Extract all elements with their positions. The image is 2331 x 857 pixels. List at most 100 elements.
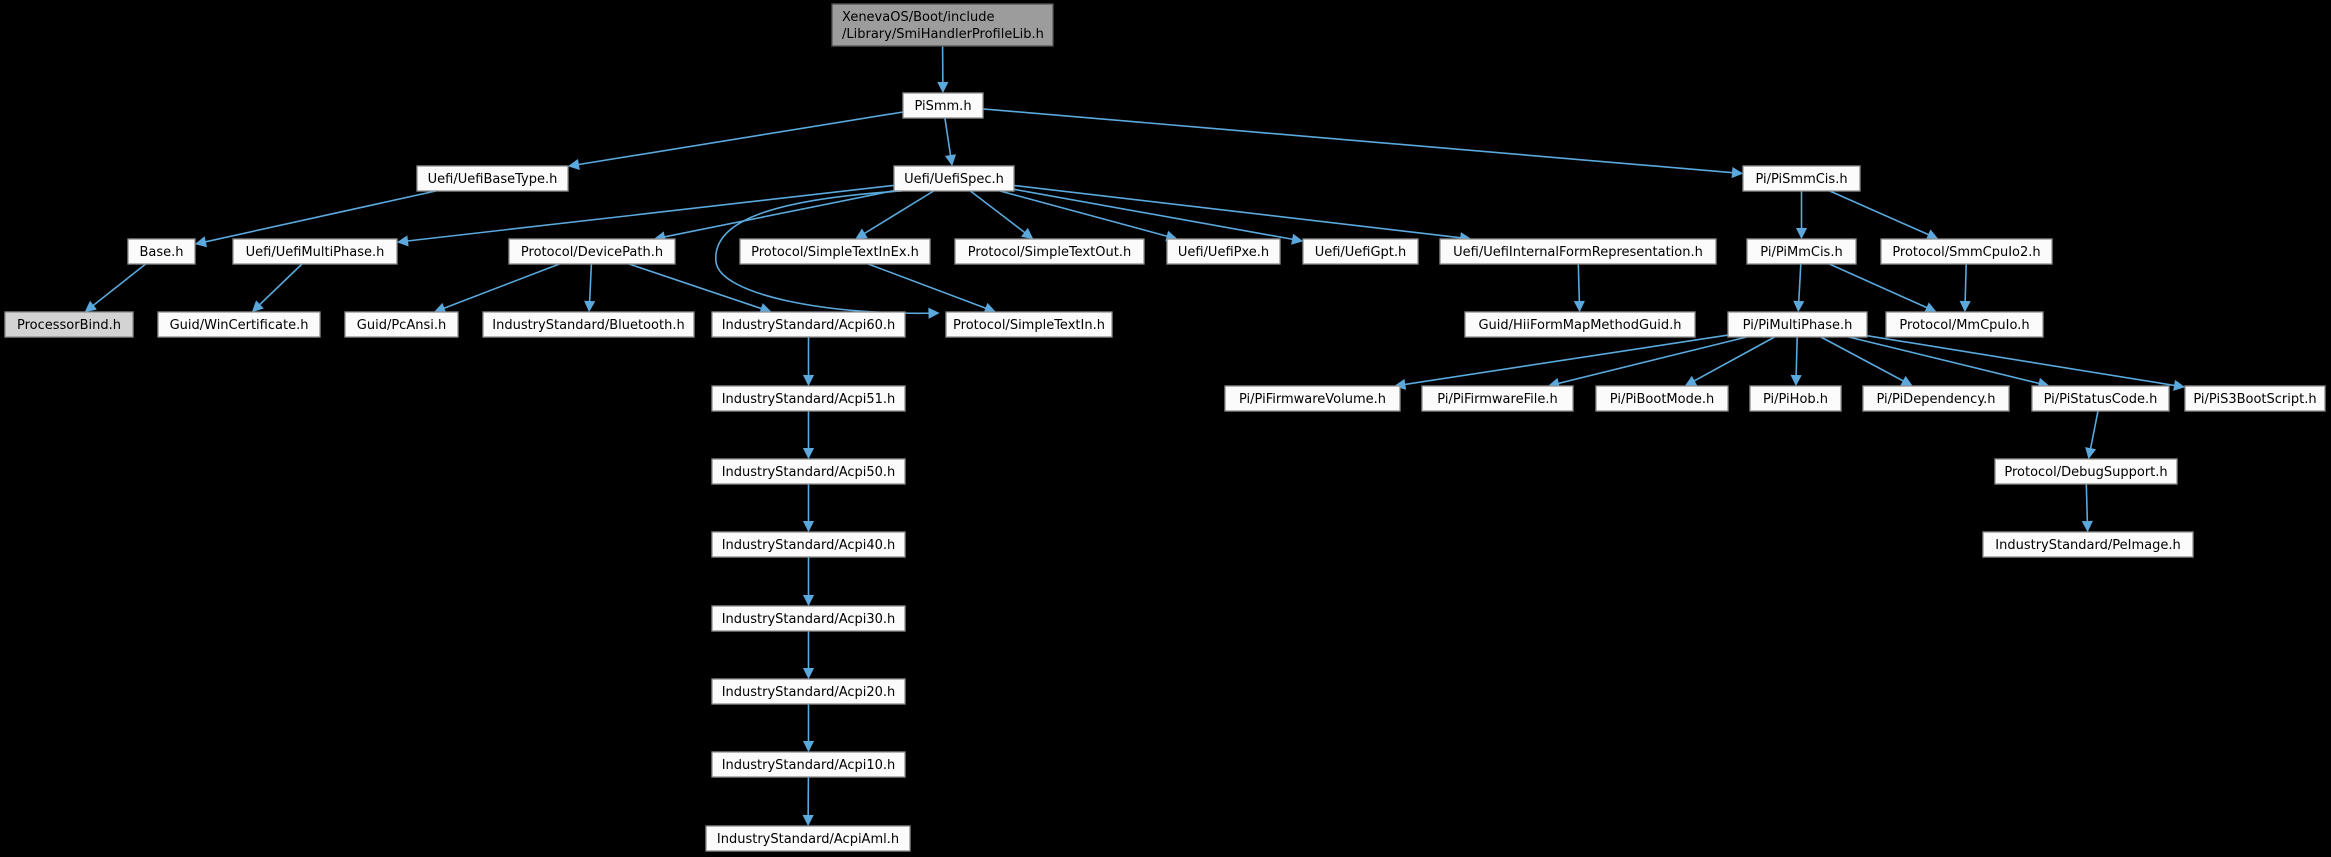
node-bluetooth[interactable]: IndustryStandard/Bluetooth.h	[482, 311, 695, 338]
node-label-debugsupport: Protocol/DebugSupport.h	[2004, 465, 2167, 480]
node-uefispec[interactable]: Uefi/UefiSpec.h	[893, 165, 1015, 192]
node-box-devicepath[interactable]	[508, 238, 676, 265]
node-label-pistatuscode: Pi/PiStatusCode.h	[2044, 392, 2158, 407]
node-label-simpletextout: Protocol/SimpleTextOut.h	[968, 245, 1131, 260]
node-smmcpuio2[interactable]: Protocol/SmmCpuIo2.h	[1880, 238, 2053, 265]
node-uefipxe[interactable]: Uefi/UefiPxe.h	[1166, 238, 1281, 265]
node-acpi50[interactable]: IndustryStandard/Acpi50.h	[711, 458, 906, 485]
node-box-uefigpt[interactable]	[1302, 238, 1419, 265]
node-box-acpi30[interactable]	[711, 605, 906, 632]
edge-pismm-to-pismmcis	[982, 108, 1744, 179]
node-box-mmcpuio[interactable]	[1885, 311, 2044, 338]
node-box-pismmcis[interactable]	[1742, 165, 1861, 192]
node-acpi60[interactable]: IndustryStandard/Acpi60.h	[711, 311, 906, 338]
node-box-simpletextin[interactable]	[945, 311, 1113, 338]
node-box-smihandlerprofilelib[interactable]	[831, 3, 1054, 47]
node-box-pifirmwarevolume[interactable]	[1224, 385, 1401, 412]
node-uefigpt[interactable]: Uefi/UefiGpt.h	[1302, 238, 1419, 265]
node-box-bluetooth[interactable]	[482, 311, 695, 338]
node-base[interactable]: Base.h	[127, 238, 196, 265]
node-label-acpi40: IndustryStandard/Acpi40.h	[722, 538, 896, 553]
node-pimultiphase[interactable]: Pi/PiMultiPhase.h	[1727, 311, 1868, 338]
node-box-acpi51[interactable]	[711, 385, 906, 412]
node-box-pimultiphase[interactable]	[1727, 311, 1868, 338]
node-box-uefimultiphase[interactable]	[232, 238, 398, 265]
node-box-acpi50[interactable]	[711, 458, 906, 485]
node-pidependency[interactable]: Pi/PiDependency.h	[1862, 385, 2010, 412]
node-box-peimage[interactable]	[1982, 531, 2194, 558]
node-box-pis3bootscript[interactable]	[2184, 385, 2326, 412]
node-box-uefipxe[interactable]	[1166, 238, 1281, 265]
node-box-simpletextout[interactable]	[954, 238, 1145, 265]
node-box-pimmcis[interactable]	[1746, 238, 1857, 265]
node-box-pidependency[interactable]	[1862, 385, 2010, 412]
node-smihandlerprofilelib[interactable]: XenevaOS/Boot/include/Library/SmiHandler…	[831, 3, 1054, 47]
node-label-acpiaml: IndustryStandard/AcpiAml.h	[717, 832, 899, 847]
node-box-base[interactable]	[127, 238, 196, 265]
node-processorbind[interactable]: ProcessorBind.h	[4, 311, 134, 338]
node-uefimultiphase[interactable]: Uefi/UefiMultiPhase.h	[232, 238, 398, 265]
node-acpi20[interactable]: IndustryStandard/Acpi20.h	[711, 678, 906, 705]
node-pifirmwarefile[interactable]: Pi/PiFirmwareFile.h	[1421, 385, 1574, 412]
node-box-simpletextinex[interactable]	[739, 238, 931, 265]
node-box-acpiaml[interactable]	[705, 825, 911, 852]
node-label-pimultiphase: Pi/PiMultiPhase.h	[1743, 318, 1853, 333]
node-acpi51[interactable]: IndustryStandard/Acpi51.h	[711, 385, 906, 412]
node-box-pismm[interactable]	[902, 92, 984, 119]
node-pismm[interactable]: PiSmm.h	[902, 92, 984, 119]
node-pifirmwarevolume[interactable]: Pi/PiFirmwareVolume.h	[1224, 385, 1401, 412]
edge-uefispec-to-devicepath	[653, 189, 895, 243]
node-box-uefibasetype[interactable]	[416, 165, 569, 192]
node-box-uefiinternalformrep[interactable]	[1439, 238, 1717, 265]
node-simpletextout[interactable]: Protocol/SimpleTextOut.h	[954, 238, 1145, 265]
node-pistatuscode[interactable]: Pi/PiStatusCode.h	[2031, 385, 2170, 412]
edge-uefiinternalformrep-to-hiiformmapmethodguid	[1573, 263, 1585, 313]
node-label-pifirmwarevolume: Pi/PiFirmwareVolume.h	[1239, 392, 1386, 407]
node-box-pibootmode[interactable]	[1595, 385, 1729, 412]
node-simpletextinex[interactable]: Protocol/SimpleTextInEx.h	[739, 238, 931, 265]
node-uefibasetype[interactable]: Uefi/UefiBaseType.h	[416, 165, 569, 192]
node-box-pcansi[interactable]	[344, 311, 459, 338]
node-hiiformmapmethodguid[interactable]: Guid/HiiFormMapMethodGuid.h	[1464, 311, 1696, 338]
edge-uefibasetype-to-base	[194, 190, 436, 248]
node-pismmcis[interactable]: Pi/PiSmmCis.h	[1742, 165, 1861, 192]
node-acpi30[interactable]: IndustryStandard/Acpi30.h	[711, 605, 906, 632]
node-acpiaml[interactable]: IndustryStandard/AcpiAml.h	[705, 825, 911, 852]
node-label-pismm: PiSmm.h	[914, 99, 971, 114]
node-pihob[interactable]: Pi/PiHob.h	[1749, 385, 1842, 412]
node-debugsupport[interactable]: Protocol/DebugSupport.h	[1994, 458, 2178, 485]
node-box-uefispec[interactable]	[893, 165, 1015, 192]
node-pcansi[interactable]: Guid/PcAnsi.h	[344, 311, 459, 338]
node-simpletextin[interactable]: Protocol/SimpleTextIn.h	[945, 311, 1113, 338]
node-mmcpuio[interactable]: Protocol/MmCpuIo.h	[1885, 311, 2044, 338]
node-box-pifirmwarefile[interactable]	[1421, 385, 1574, 412]
node-pis3bootscript[interactable]: Pi/PiS3BootScript.h	[2184, 385, 2326, 412]
node-box-acpi20[interactable]	[711, 678, 906, 705]
node-box-debugsupport[interactable]	[1994, 458, 2178, 485]
node-box-pistatuscode[interactable]	[2031, 385, 2170, 412]
node-pimmcis[interactable]: Pi/PiMmCis.h	[1746, 238, 1857, 265]
node-label-mmcpuio: Protocol/MmCpuIo.h	[1899, 318, 2029, 333]
node-devicepath[interactable]: Protocol/DevicePath.h	[508, 238, 676, 265]
node-box-processorbind[interactable]	[4, 311, 134, 338]
edge-pimmcis-to-mmcpuio	[1829, 263, 1937, 313]
node-box-acpi10[interactable]	[711, 751, 906, 778]
edge-devicepath-to-acpi60	[628, 263, 772, 314]
node-label-uefimultiphase: Uefi/UefiMultiPhase.h	[246, 245, 385, 260]
node-label-acpi10: IndustryStandard/Acpi10.h	[722, 758, 896, 773]
node-label-simpletextinex: Protocol/SimpleTextInEx.h	[751, 245, 919, 260]
edge-devicepath-to-bluetooth	[584, 263, 596, 313]
node-box-acpi60[interactable]	[711, 311, 906, 338]
node-pibootmode[interactable]: Pi/PiBootMode.h	[1595, 385, 1729, 412]
node-wincertificate[interactable]: Guid/WinCertificate.h	[157, 311, 321, 338]
node-uefiinternalformrep[interactable]: Uefi/UefiInternalFormRepresentation.h	[1439, 238, 1717, 265]
node-acpi40[interactable]: IndustryStandard/Acpi40.h	[711, 531, 906, 558]
node-box-acpi40[interactable]	[711, 531, 906, 558]
node-box-pihob[interactable]	[1749, 385, 1842, 412]
node-peimage[interactable]: IndustryStandard/PeImage.h	[1982, 531, 2194, 558]
node-box-wincertificate[interactable]	[157, 311, 321, 338]
node-box-hiiformmapmethodguid[interactable]	[1464, 311, 1696, 338]
node-acpi10[interactable]: IndustryStandard/Acpi10.h	[711, 751, 906, 778]
edge-pimultiphase-to-pibootmode	[1684, 336, 1775, 387]
node-box-smmcpuio2[interactable]	[1880, 238, 2053, 265]
